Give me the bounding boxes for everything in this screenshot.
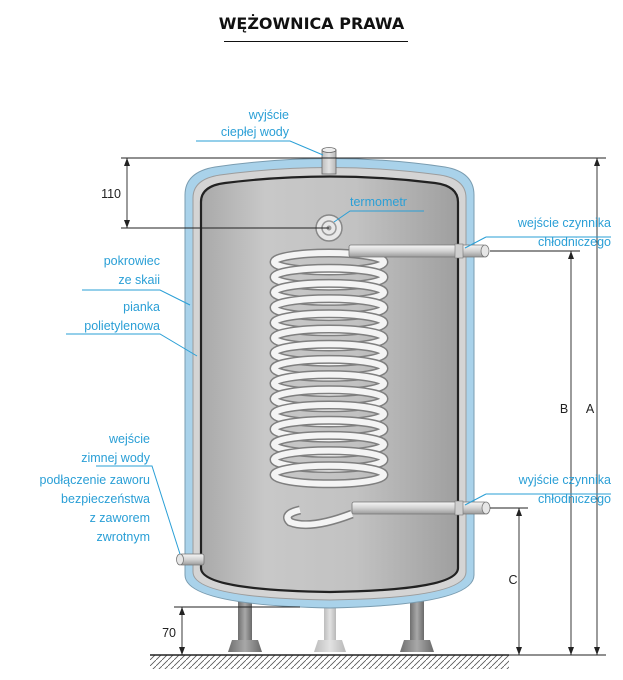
label-coolant-out-1: wyjście czynnika — [518, 473, 611, 487]
coolant-inlet-pipe — [348, 243, 490, 259]
dim-70: 70 — [162, 626, 176, 640]
leader-lines — [66, 140, 611, 555]
label-valve-3: z zaworem — [90, 511, 150, 525]
label-cover-2: ze skaii — [118, 273, 160, 287]
dimension-lines — [121, 157, 606, 656]
label-cold-in-1: wejście — [108, 432, 150, 446]
label-valve-1: podłączenie zaworu — [40, 473, 151, 487]
heat-exchanger-coil — [269, 248, 389, 530]
label-foam-2: polietylenowa — [84, 319, 160, 333]
label-thermometer: termometr — [350, 195, 407, 209]
dim-b: B — [560, 402, 568, 416]
label-hot-out-2: ciepłej wody — [221, 125, 290, 139]
title-underline — [224, 41, 408, 42]
dimension-arrows — [124, 158, 600, 655]
label-cold-in-2: zimnej wody — [81, 451, 151, 465]
coil-turn-highlight — [271, 462, 387, 487]
diagram-title: WĘŻOWNICA PRAWA — [218, 14, 405, 33]
coolant-outlet-pipe — [351, 500, 491, 516]
label-valve-2: bezpieczeństwa — [61, 492, 150, 506]
tank-legs — [228, 598, 434, 652]
label-foam-1: pianka — [123, 300, 160, 314]
label-valve-4: zwrotnym — [97, 530, 150, 544]
label-hot-out-1: wyjście — [248, 108, 289, 122]
coil-return-loop-highlight — [284, 507, 354, 528]
label-coolant-in-2: chłodniczego — [538, 235, 611, 249]
hot-water-outlet-pipe — [321, 147, 337, 175]
label-coolant-out-2: chłodniczego — [538, 492, 611, 506]
dim-a: A — [586, 402, 595, 416]
callout-labels: wyjście ciepłej wody termometr wejście c… — [40, 108, 612, 544]
dim-110: 110 — [101, 187, 121, 201]
dim-c: C — [508, 573, 517, 587]
dimension-labels: 110 70 A B C — [101, 187, 595, 640]
ground-hatch — [150, 655, 509, 669]
label-cover-1: pokrowiec — [104, 254, 160, 268]
inner-tank — [199, 175, 460, 594]
cold-water-inlet-pipe — [176, 553, 205, 566]
label-coolant-in-1: wejście czynnika — [517, 216, 611, 230]
